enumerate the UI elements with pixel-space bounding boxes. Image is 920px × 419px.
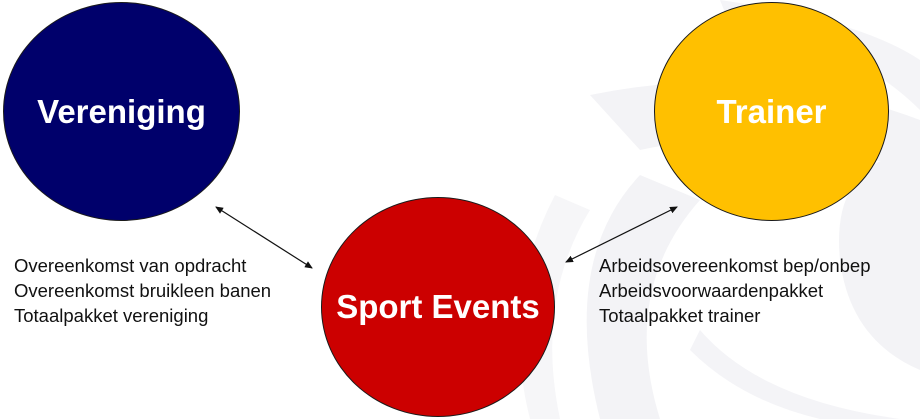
node-trainer-label: Trainer (716, 92, 827, 130)
relation-item: Totaalpakket trainer (599, 305, 761, 326)
relation-item: Arbeidsovereenkomst bep/onbep (599, 255, 871, 276)
relation-item: Overeenkomst van opdracht (14, 255, 247, 276)
relation-item: Totaalpakket vereniging (14, 305, 209, 326)
relation-item: Arbeidsvoorwaardenpakket (599, 280, 824, 301)
node-sport-events-label: Sport Events (336, 288, 540, 325)
trainer-relation-list: Arbeidsovereenkomst bep/onbep Arbeidsvoo… (599, 253, 871, 328)
vereniging-relation-list: Overeenkomst van opdracht Overeenkomst b… (14, 253, 271, 328)
node-vereniging-label: Vereniging (37, 92, 206, 130)
node-sport-events: Sport Events (321, 197, 555, 417)
node-vereniging: Vereniging (3, 2, 240, 221)
relation-item: Overeenkomst bruikleen banen (14, 280, 272, 301)
node-trainer: Trainer (654, 2, 889, 221)
